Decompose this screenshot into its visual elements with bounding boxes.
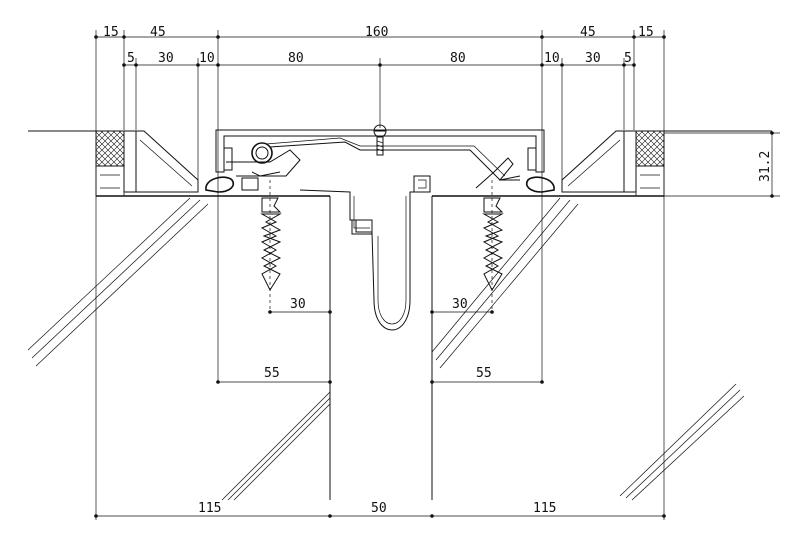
dim-height-31-2: 31.2 (758, 151, 773, 182)
side-height-dimension (664, 131, 780, 198)
floor-slabs (28, 130, 772, 500)
top-dimension-lines (94, 30, 666, 520)
dim-inner-80-right: 80 (450, 51, 466, 66)
dim-top-15-left: 15 (103, 25, 119, 40)
dim-inner-5-right: 5 (624, 51, 632, 66)
anchor-right (482, 180, 504, 312)
dim-bottom-115-left: 115 (198, 501, 221, 516)
insulation-blocks (95, 130, 665, 197)
dim-top-15-right: 15 (638, 25, 654, 40)
concrete-hatching (27, 197, 745, 501)
dim-top-160: 160 (365, 25, 388, 40)
dim-bottom-115-right: 115 (533, 501, 556, 516)
dim-inner-10-left: 10 (199, 51, 215, 66)
anchor-depth-dimensions (268, 310, 494, 314)
cover-plate (205, 124, 555, 193)
dim-inner-30-right: 30 (585, 51, 601, 66)
gap-seal (299, 189, 414, 331)
dimension-labels: 15 45 160 45 15 5 30 10 80 80 10 30 5 31… (103, 25, 773, 516)
trim-profiles (123, 130, 637, 193)
dim-bottom-50: 50 (371, 501, 387, 516)
dim-top-45-right: 45 (580, 25, 596, 40)
bottom-dimensions (94, 514, 666, 518)
dim-inner-10-right: 10 (544, 51, 560, 66)
dim-inner-30-left: 30 (158, 51, 174, 66)
dim-inner-80-left: 80 (288, 51, 304, 66)
dim-edge-55-left: 55 (264, 366, 280, 381)
edge-dimensions (216, 380, 544, 384)
dim-top-45-left: 45 (150, 25, 166, 40)
dim-edge-55-right: 55 (476, 366, 492, 381)
dim-anchor-30-right: 30 (452, 297, 468, 312)
anchor-left (260, 180, 282, 312)
dim-anchor-30-left: 30 (290, 297, 306, 312)
dim-inner-5-left: 5 (127, 51, 135, 66)
